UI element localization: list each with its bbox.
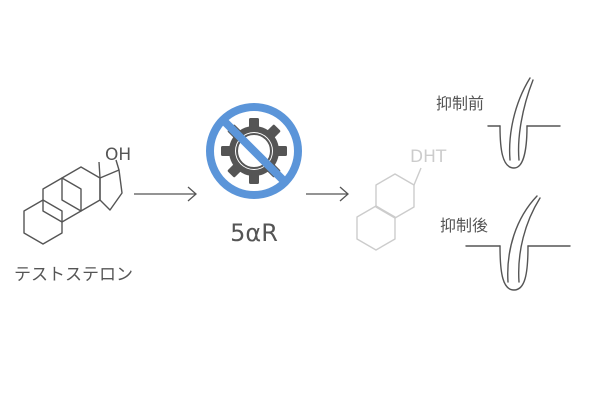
hair-after-label: 抑制後 <box>440 216 488 235</box>
dht-bond <box>413 167 422 186</box>
methyl-bond <box>98 161 101 179</box>
ring-d <box>99 169 123 211</box>
dht-ring-lower <box>356 205 396 251</box>
hair-follicle-before-icon <box>487 77 561 169</box>
ring-a <box>23 199 63 245</box>
hair-before-label: 抑制前 <box>436 94 484 113</box>
dht-label: DHT <box>410 147 447 167</box>
testosterone-structure <box>23 159 123 245</box>
dht-ring-upper <box>375 173 415 219</box>
ring-b <box>42 177 82 223</box>
arrow-enzyme-to-dht <box>306 186 349 202</box>
testosterone-label: テストステロン <box>14 265 133 285</box>
oh-label: OH <box>105 145 131 165</box>
no-symbol-icon <box>206 103 302 199</box>
oh-bond <box>115 159 120 171</box>
hair-follicle-after-icon <box>465 195 571 291</box>
arrow-testosterone-to-enzyme <box>134 186 197 202</box>
dht-structure <box>356 167 422 251</box>
enzyme-label: 5αR <box>230 219 278 247</box>
